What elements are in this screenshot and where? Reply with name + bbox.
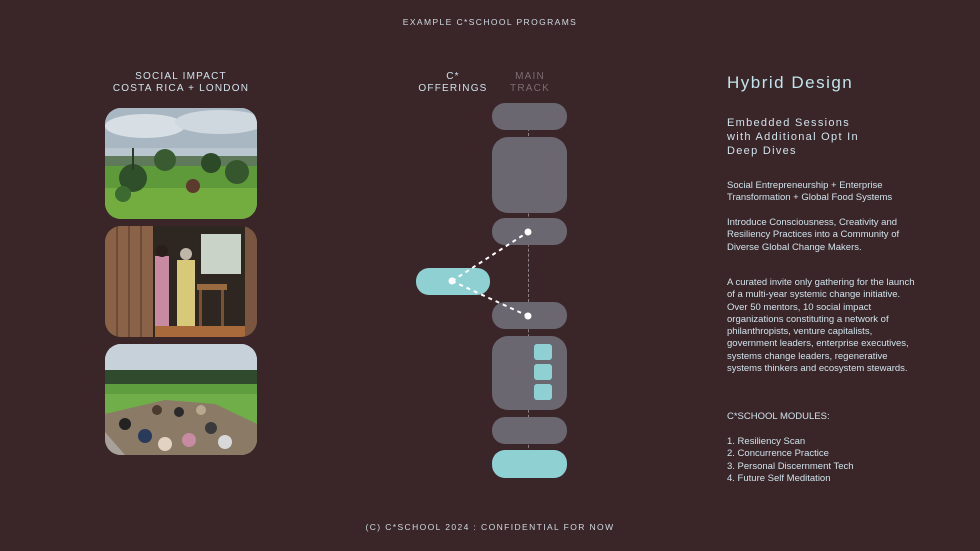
connector-node-offering	[448, 277, 456, 285]
module-item: 3. Personal Discernment Tech	[727, 460, 854, 472]
modules-heading: C*SCHOOL MODULES:	[727, 411, 830, 422]
subtitle-line-2: with Additional Opt In	[727, 131, 859, 143]
section-title: Hybrid Design	[727, 73, 854, 92]
connector-node-lower	[524, 312, 532, 320]
main-track-column-heading: MAIN TRACK	[492, 71, 568, 95]
section-subtitle: Embedded Sessions with Additional Opt In…	[727, 116, 859, 158]
track-block-6	[492, 417, 567, 444]
intro-text: Introduce Consciousness, Creativity and …	[727, 217, 927, 254]
track-block-7-highlight	[492, 450, 567, 478]
program-heading-line1: SOCIAL IMPACT	[135, 71, 227, 82]
focus-paragraph: Social Entrepreneurship + Enterprise Tra…	[727, 180, 893, 204]
main-track-heading-line1: MAIN	[515, 71, 545, 82]
description-text: A curated invite only gathering for the …	[727, 277, 919, 375]
module-item: 1. Resiliency Scan	[727, 436, 806, 447]
module-item: 2. Concurrence Practice	[727, 448, 829, 460]
page-title: EXAMPLE C*SCHOOL PROGRAMS	[402, 17, 578, 27]
photo-landscape	[105, 108, 257, 219]
description-paragraph: A curated invite only gathering for the …	[727, 277, 915, 375]
modules-list: 1. Resiliency Scan 2. Concurrence Practi…	[727, 436, 927, 485]
offerings-heading-line2: OFFERINGS	[418, 83, 488, 94]
connector-node-upper	[524, 228, 532, 236]
track-block-5	[492, 336, 567, 410]
offerings-column-heading: C* OFFERINGS	[413, 71, 493, 95]
module-square-2	[534, 364, 552, 380]
subtitle-line-1: Embedded Sessions	[727, 117, 850, 129]
track-block-2	[492, 137, 567, 213]
photo-outdoor-circle	[105, 344, 257, 455]
connector-down	[451, 280, 529, 317]
focus-text: Social Entrepreneurship + Enterprise Tra…	[727, 180, 927, 205]
program-heading: SOCIAL IMPACT COSTA RICA + LONDON	[105, 71, 257, 95]
program-heading-line2: COSTA RICA + LONDON	[112, 83, 250, 94]
main-track-line	[528, 128, 529, 468]
module-square-1	[534, 344, 552, 360]
subtitle-line-3: Deep Dives	[727, 145, 797, 157]
module-square-3	[534, 384, 552, 400]
intro-paragraph: Introduce Consciousness, Creativity and …	[727, 217, 900, 253]
connector-up	[451, 231, 529, 282]
track-block-1	[492, 103, 567, 130]
main-track-heading-line2: TRACK	[510, 83, 550, 94]
module-item: 4. Future Self Meditation	[727, 472, 831, 484]
photo-gathering-indoors	[105, 226, 257, 337]
offerings-heading-line1: C*	[446, 71, 460, 82]
footer-text: (C) C*SCHOOL 2024 : CONFIDENTIAL FOR NOW	[365, 522, 615, 532]
